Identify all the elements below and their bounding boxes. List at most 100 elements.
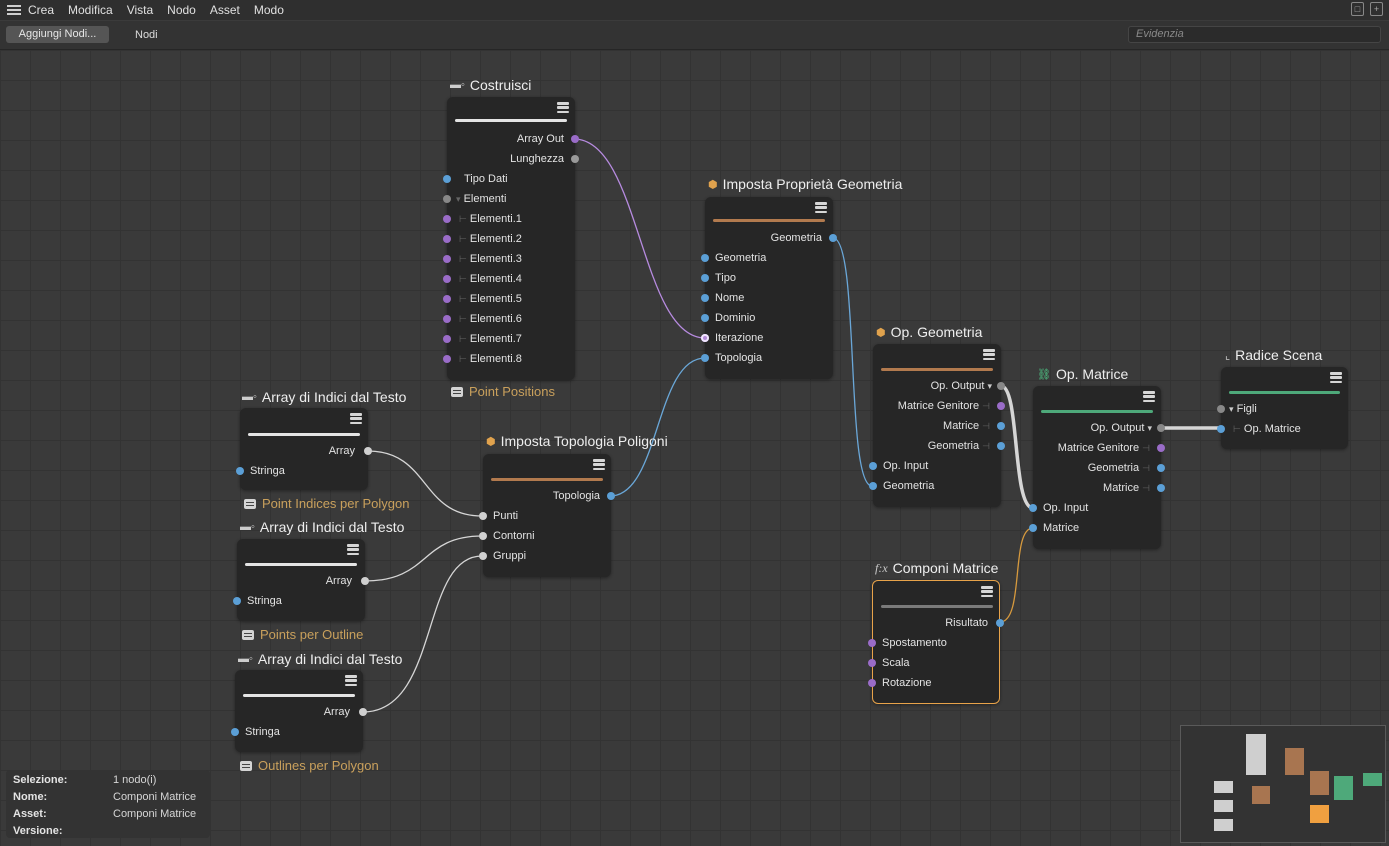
nodes-tab[interactable]: Nodi [135,29,158,41]
node-title-radice[interactable]: ⌞Radice Scena [1225,347,1323,363]
node-menu-icon[interactable] [1330,372,1342,383]
node-menu-icon[interactable] [983,349,995,360]
new-window-icon[interactable]: + [1370,2,1383,16]
input-port-dot[interactable] [869,462,877,470]
node-geomprop[interactable]: Geometria Geometria Tipo Nome Dominio It… [701,197,837,379]
input-port-dot[interactable] [443,335,451,343]
output-port-dot[interactable] [1157,444,1165,452]
port-tipo-dati: Tipo Dati [464,173,508,185]
node-array1[interactable]: Array Stringa [236,408,372,490]
output-port-dot[interactable] [996,619,1004,627]
node-opmatrice[interactable]: Op. Output ▾ Matrice Genitore ⊣ Geometri… [1029,386,1165,549]
output-port-dot[interactable] [571,135,579,143]
output-port-dot[interactable] [997,382,1005,390]
output-port-dot[interactable] [571,155,579,163]
input-port-dot[interactable] [443,235,451,243]
node-title-geomprop[interactable]: ⬢Imposta Proprietà Geometria [708,176,903,192]
output-port-dot[interactable] [359,708,367,716]
output-port-dot[interactable] [997,422,1005,430]
node-menu-icon[interactable] [347,544,359,555]
comment-outlines-per-polygon[interactable]: Outlines per Polygon [240,758,379,773]
output-port-dot[interactable] [361,577,369,585]
input-port-dot[interactable] [236,467,244,475]
output-port-dot[interactable] [997,442,1005,450]
node-title-costruisci[interactable]: ▬◦Costruisci [450,77,531,93]
output-port-dot[interactable] [997,402,1005,410]
node-menu-icon[interactable] [981,586,993,597]
node-title-array3[interactable]: ▬◦Array di Indici dal Testo [238,651,403,667]
input-port-dot[interactable] [231,728,239,736]
node-title-array1[interactable]: ▬◦Array di Indici dal Testo [242,389,407,405]
add-nodes-button[interactable]: Aggiungi Nodi... [6,26,109,43]
node-costruisci[interactable]: Array Out Lunghezza Tipo Dati ▾ Elementi… [443,97,579,380]
menu-crea[interactable]: Crea [28,3,55,17]
input-port-dot[interactable] [443,255,451,263]
minimap-node [1246,734,1266,775]
input-port-dot[interactable] [701,314,709,322]
node-menu-icon[interactable] [815,202,827,213]
output-port-dot[interactable] [1157,424,1165,432]
lock-icon[interactable]: □ [1351,2,1364,16]
node-title-opmatrice[interactable]: ⛓Op. Matrice [1037,366,1129,382]
hamburger-menu-icon[interactable] [7,5,21,15]
input-port-dot[interactable] [701,274,709,282]
input-port-dot[interactable] [443,315,451,323]
menu-modifica[interactable]: Modifica [68,3,113,17]
highlight-search-input[interactable]: Evidenzia [1128,26,1381,43]
minimap-node [1310,771,1329,795]
input-port-dot[interactable] [443,215,451,223]
node-menu-icon[interactable] [350,413,362,424]
minimap-node [1363,773,1382,786]
menu-asset[interactable]: Asset [209,3,240,17]
input-port-dot[interactable] [1029,504,1037,512]
node-menu-icon[interactable] [345,675,357,686]
menu-modo[interactable]: Modo [253,3,284,17]
minimap[interactable] [1180,725,1386,843]
node-menu-icon[interactable] [1143,391,1155,402]
comment-icon [451,386,463,397]
input-port-dot[interactable] [479,532,487,540]
node-opgeom[interactable]: Op. Output ▾ Matrice Genitore ⊣ Matrice … [869,344,1005,507]
node-componi-selected[interactable]: Risultato Spostamento Scala Rotazione [868,580,1004,704]
output-port-dot[interactable] [829,234,837,242]
node-array2[interactable]: Array Stringa [233,539,369,621]
comment-point-positions[interactable]: Point Positions [451,384,555,399]
input-port-dot[interactable] [868,639,876,647]
input-port-dot[interactable] [479,512,487,520]
input-port-dot[interactable] [443,295,451,303]
node-radice[interactable]: ▾ Figli ⊢ Op. Matrice [1217,367,1348,449]
output-port-dot[interactable] [364,447,372,455]
node-menu-icon[interactable] [557,102,569,113]
input-port-dot[interactable] [868,659,876,667]
output-port-dot[interactable] [607,492,615,500]
input-port-dot[interactable] [701,354,709,362]
node-array3[interactable]: Array Stringa [231,670,367,752]
input-port-dot[interactable] [701,254,709,262]
comment-points-per-outline[interactable]: Points per Outline [242,627,363,642]
output-port-dot[interactable] [1157,464,1165,472]
input-port-dot[interactable] [233,597,241,605]
input-port-dot[interactable] [443,275,451,283]
node-title-topologia[interactable]: ⬢Imposta Topologia Poligoni [486,433,668,449]
input-port-dot[interactable] [701,334,709,342]
input-port-dot[interactable] [1217,405,1225,413]
menu-nodo[interactable]: Nodo [167,3,196,17]
input-port-dot[interactable] [1029,524,1037,532]
input-port-dot[interactable] [1217,425,1225,433]
input-port-dot[interactable] [869,482,877,490]
input-port-dot[interactable] [868,679,876,687]
node-topologia[interactable]: Topologia Punti Contorni Gruppi [479,454,615,577]
input-port-dot[interactable] [443,355,451,363]
node-menu-icon[interactable] [593,459,605,470]
node-title-opgeom[interactable]: ⬢Op. Geometria [876,324,983,340]
input-port-dot[interactable] [443,195,451,203]
menu-vista[interactable]: Vista [126,3,154,17]
input-port-dot[interactable] [479,552,487,560]
input-port-dot[interactable] [701,294,709,302]
node-title-array2[interactable]: ▬◦Array di Indici dal Testo [240,519,405,535]
comment-point-indices[interactable]: Point Indices per Polygon [244,496,409,511]
output-port-dot[interactable] [1157,484,1165,492]
port-spostamento: Spostamento [882,637,947,649]
input-port-dot[interactable] [443,175,451,183]
